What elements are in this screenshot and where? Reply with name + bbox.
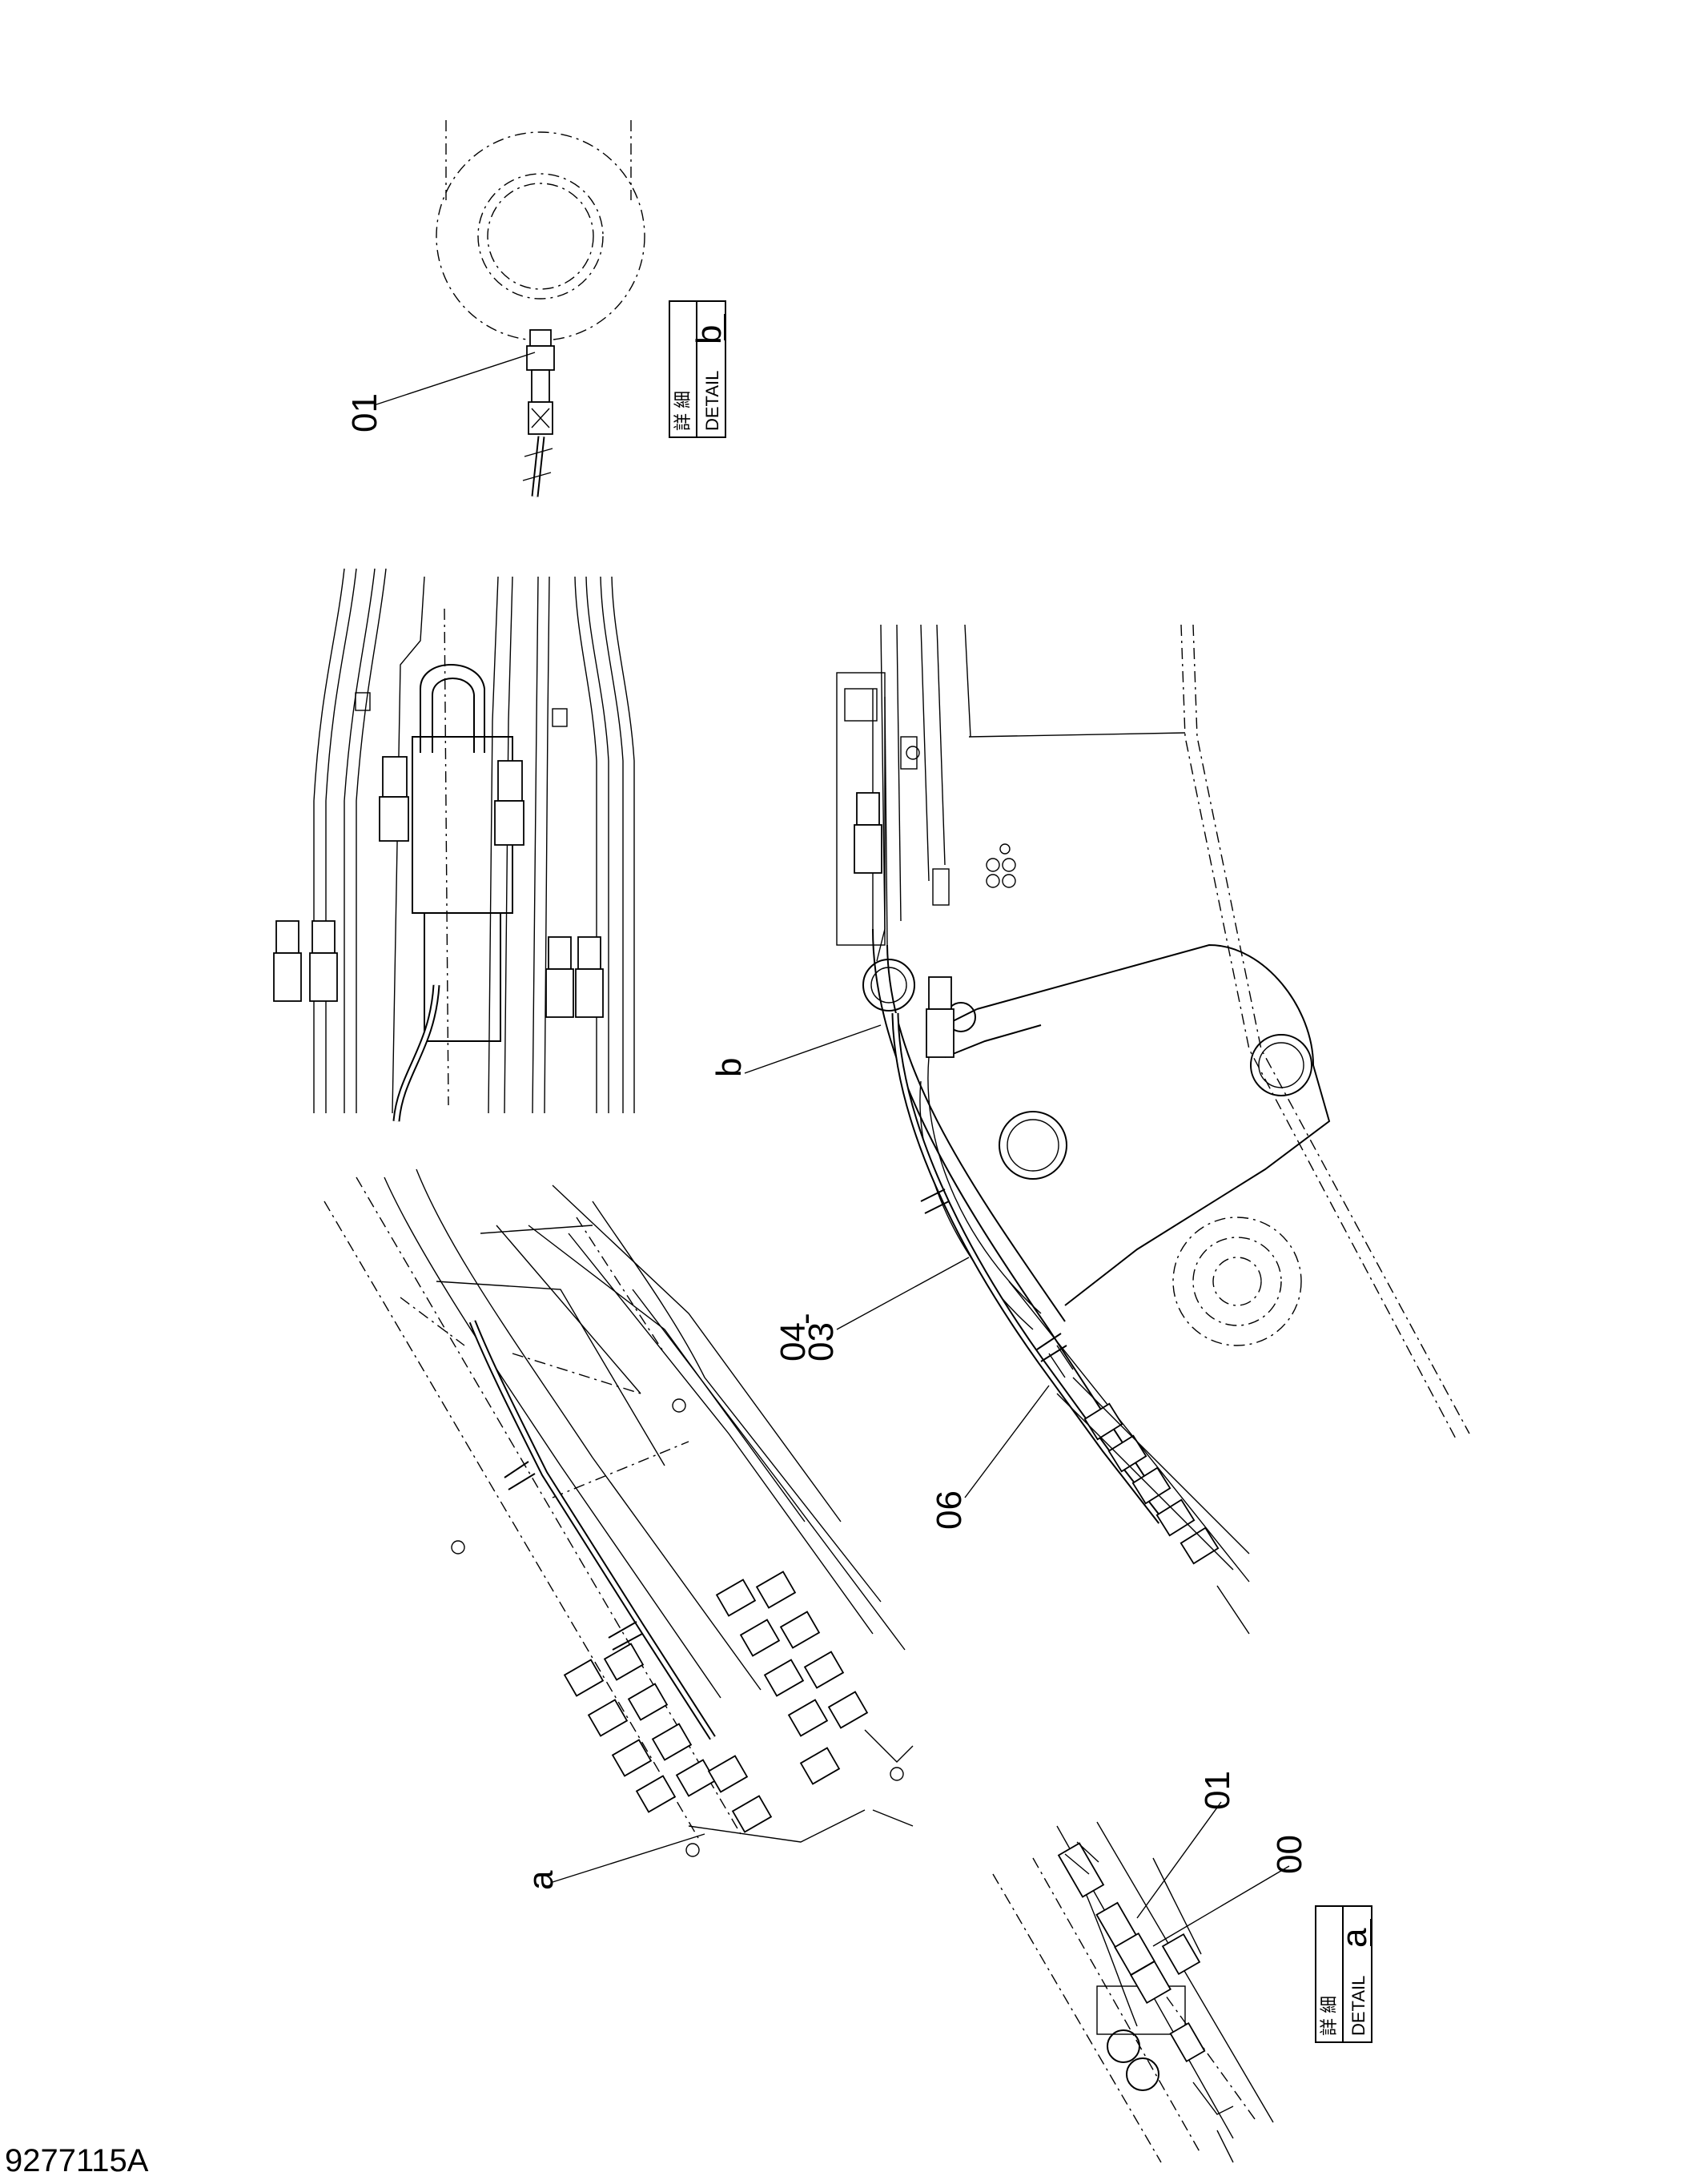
boom-middle-view	[273, 568, 635, 1122]
pin-hole-middle	[999, 1111, 1067, 1180]
detail-b-view	[376, 120, 645, 497]
detail-a-view	[992, 1801, 1290, 2163]
leader-01-b	[376, 352, 536, 405]
fitting-group-upper	[273, 692, 604, 1018]
pin-boss-inner	[477, 173, 604, 300]
pin-hole-upper	[1250, 1034, 1312, 1096]
detail-a-kanji: 詳 細	[1319, 1996, 1339, 2036]
boom-hose-bundle-view	[324, 1168, 914, 1883]
callout-a: a	[521, 1870, 561, 1890]
pin-boss-outer	[436, 131, 645, 341]
document-number: 9277115A	[5, 2143, 149, 2178]
fitting-group-boom	[563, 1571, 869, 1833]
detail-b-label: DETAIL	[702, 371, 722, 431]
arm-bucket-view	[744, 624, 1470, 1635]
leader-a	[552, 1833, 705, 1883]
callout-01-detail-b: 01	[345, 393, 384, 432]
leader-00-a	[1152, 1865, 1290, 1947]
leader-06	[964, 1385, 1050, 1498]
callout-03: 03	[802, 1322, 841, 1361]
callout-b: b	[709, 1058, 749, 1077]
leader-b	[744, 1024, 882, 1074]
callout-00-detail-a: 00	[1270, 1835, 1309, 1874]
bolt-head-1	[1107, 2029, 1140, 2063]
leader-01-a	[1136, 1801, 1222, 1919]
pin-hole-lower	[1172, 1217, 1302, 1346]
detail-a-letter: a	[1335, 1928, 1374, 1948]
detail-box-a: 詳 細 DETAIL a	[1315, 1905, 1374, 2043]
detail-a-label: DETAIL	[1348, 1976, 1368, 2036]
bolt-head-2	[1126, 2057, 1159, 2091]
detail-box-b: 詳 細 DETAIL b	[669, 300, 729, 438]
detail-b-letter: b	[689, 325, 729, 344]
callout-04: 04	[774, 1322, 813, 1361]
callout-dash: -	[786, 1313, 825, 1325]
leader-03	[836, 1257, 970, 1330]
detail-b-kanji: 詳 細	[673, 391, 693, 431]
callout-01-detail-a: 01	[1198, 1771, 1237, 1810]
fitting-group-arm-tip	[1083, 1402, 1220, 1565]
callout-06: 06	[930, 1490, 969, 1530]
